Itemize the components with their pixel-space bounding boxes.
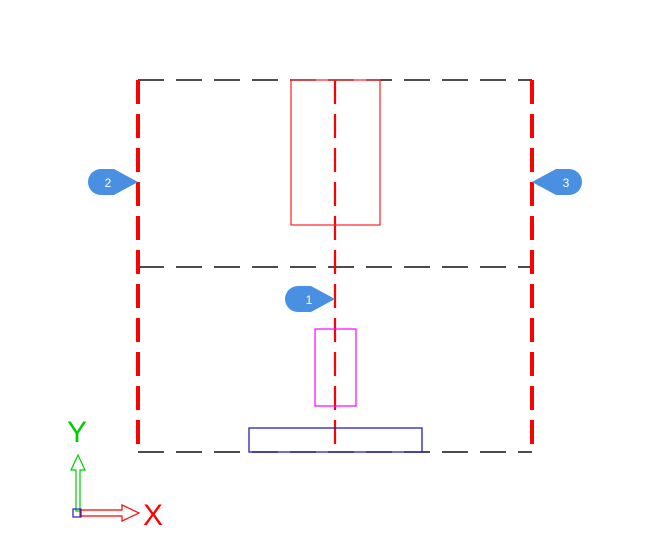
- magenta-rectangle-part[interactable]: [314, 328, 357, 407]
- marker-3[interactable]: 3: [532, 169, 582, 195]
- marker-1-label: 1: [306, 293, 313, 307]
- ucs-x-label: X: [143, 499, 163, 532]
- ucs-x-arrow: [79, 504, 141, 522]
- ucs-y-arrow: [70, 453, 86, 512]
- marker-3-shape[interactable]: [532, 169, 582, 195]
- marker-2-label: 2: [105, 176, 112, 190]
- marker-1[interactable]: 1: [285, 286, 335, 312]
- red-rectangle-part[interactable]: [290, 79, 381, 226]
- blue-rectangle-part[interactable]: [248, 427, 423, 453]
- marker-3-label: 3: [563, 176, 570, 190]
- red-guide-lines: [136, 80, 534, 452]
- marker-1-shape[interactable]: [285, 286, 335, 312]
- ucs-origin-box: [72, 508, 82, 518]
- marker-2[interactable]: 2: [88, 169, 138, 195]
- ucs-y-label: Y: [67, 416, 87, 449]
- ucs-icon: Y X: [67, 416, 163, 532]
- marker-2-shape[interactable]: [88, 169, 138, 195]
